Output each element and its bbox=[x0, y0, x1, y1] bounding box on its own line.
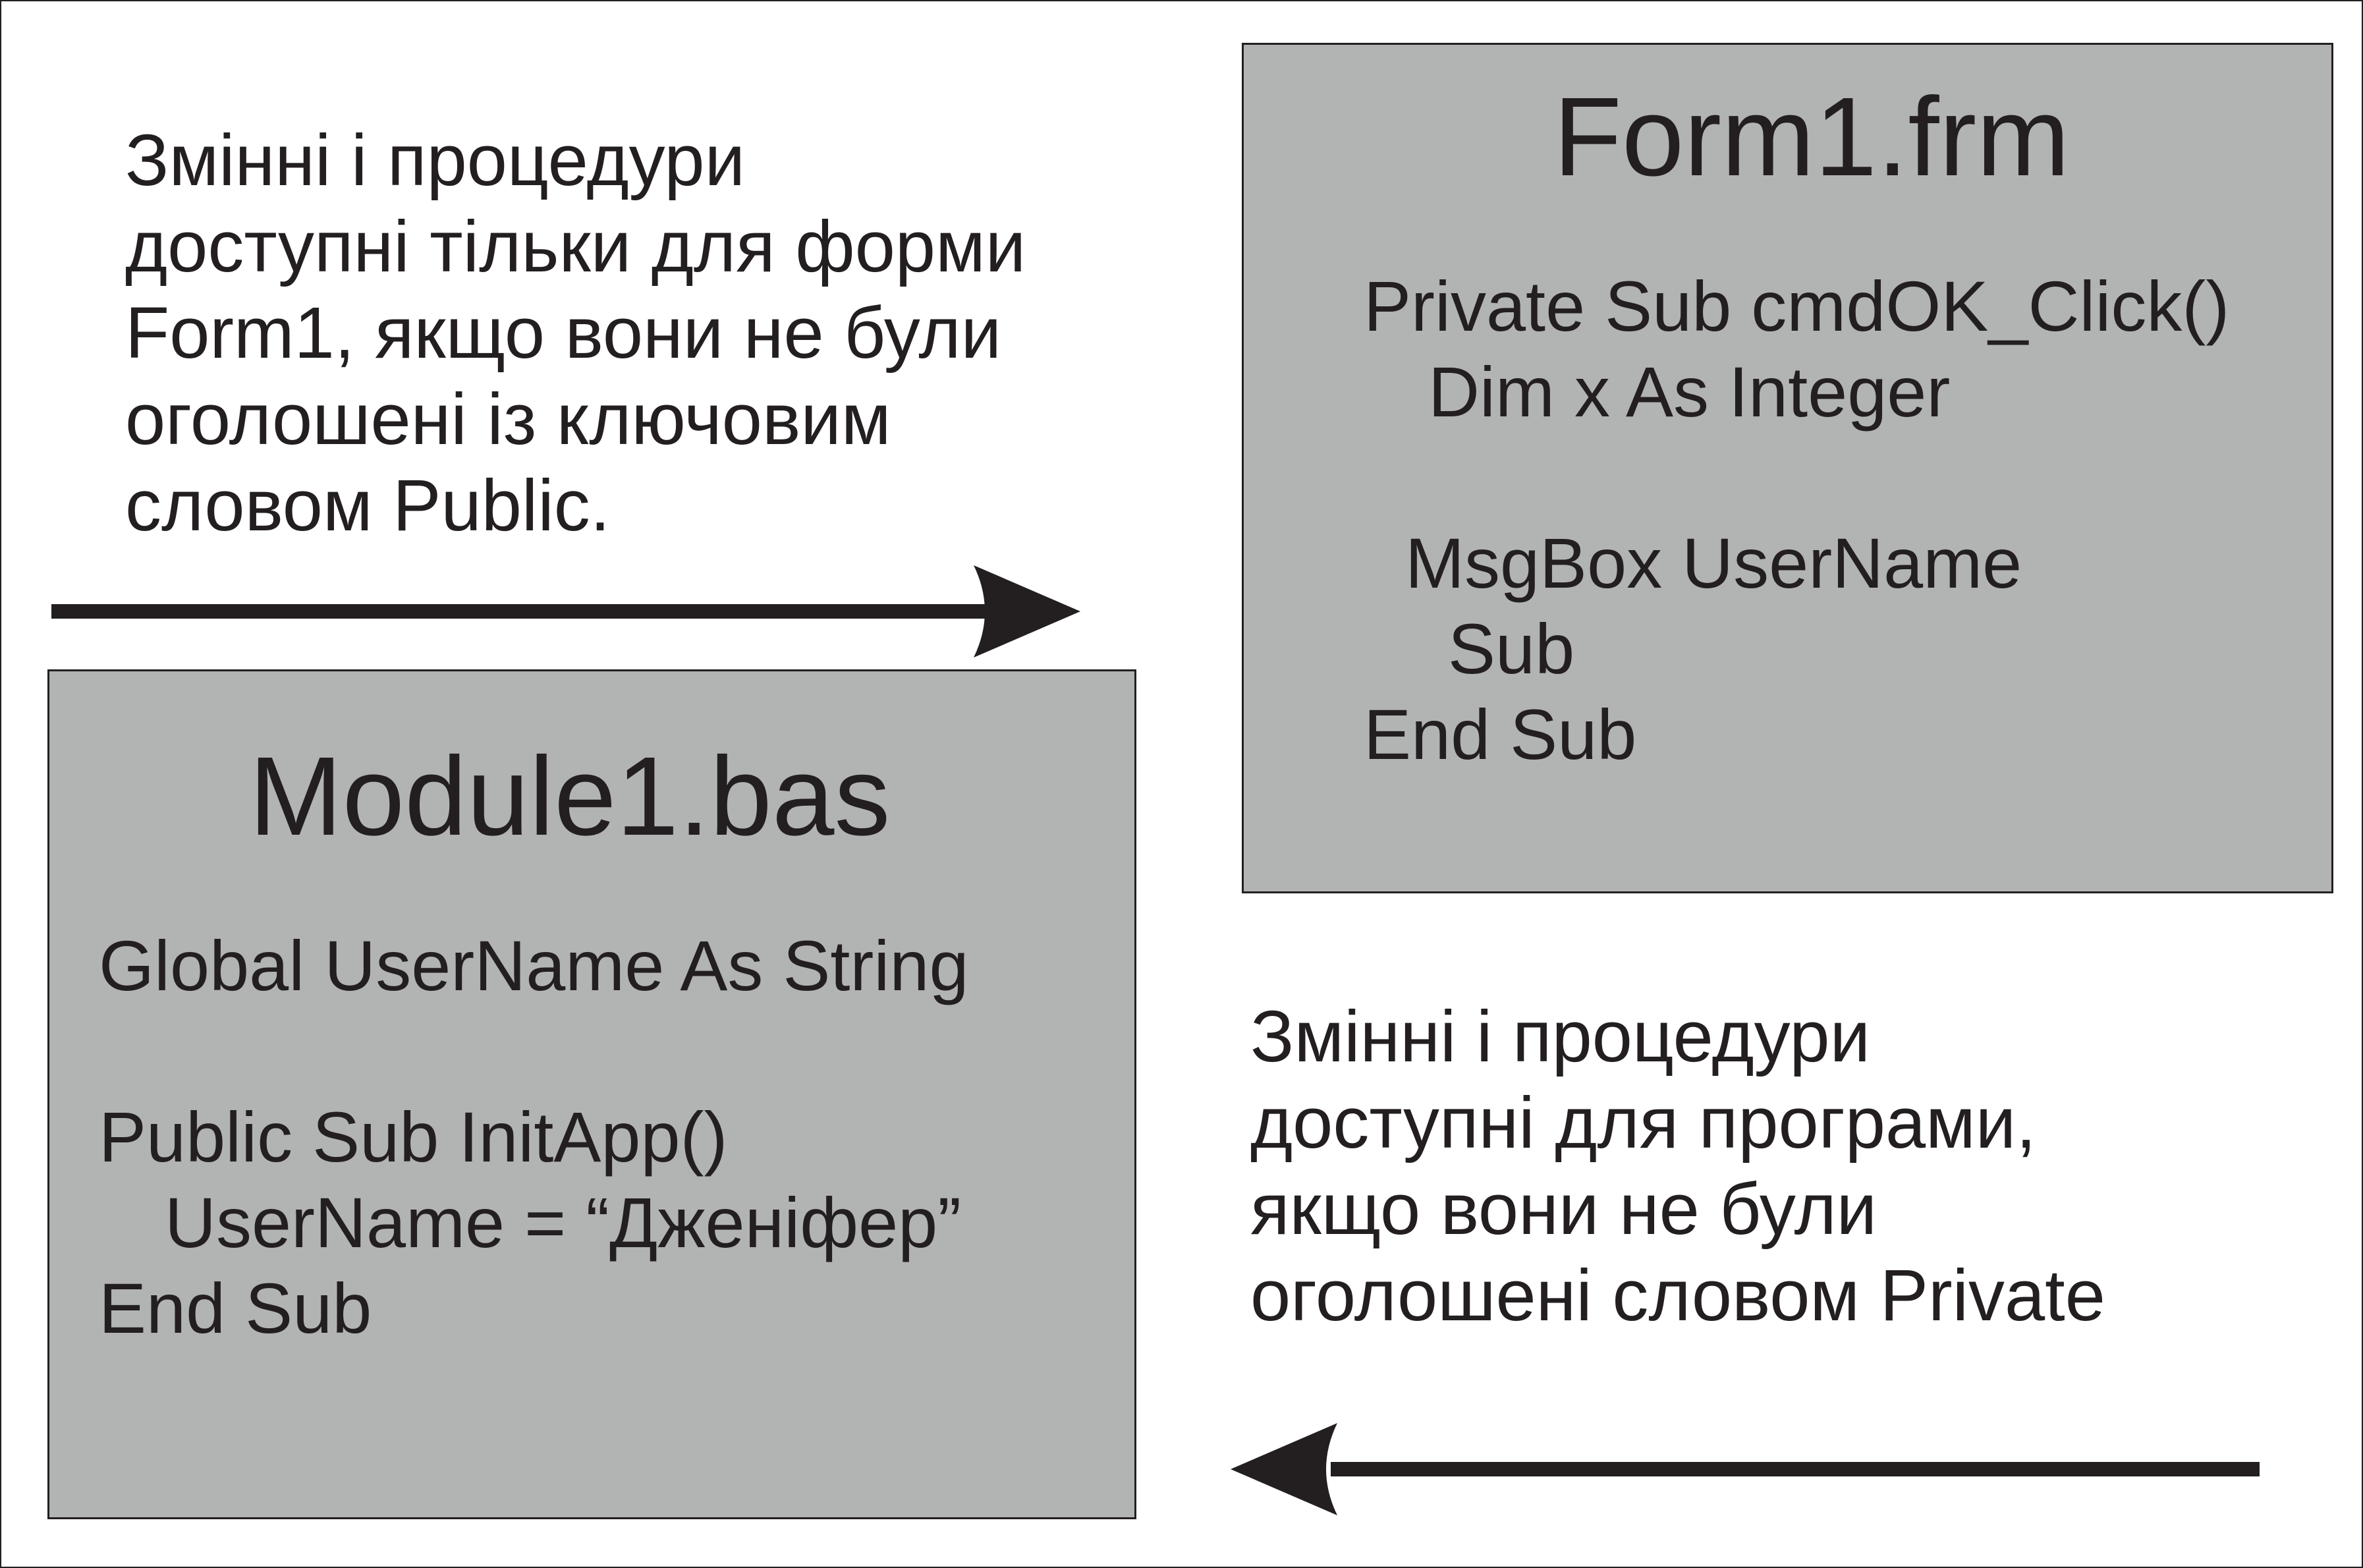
arrow-right bbox=[51, 565, 1080, 658]
caption-form-scope: Змінні і процедури доступні тільки для ф… bbox=[125, 117, 1026, 549]
standard-module-box: Module1.bas Global UserName As String Pu… bbox=[47, 669, 1136, 1519]
code-line: UserName = “Дженіфер” bbox=[165, 1183, 962, 1262]
code-line: End Sub bbox=[1364, 694, 1637, 774]
form-box-title: Form1.frm bbox=[1553, 74, 2070, 200]
code-line: End Sub bbox=[99, 1268, 372, 1348]
caption-line: доступні тільки для форми bbox=[125, 206, 1026, 287]
caption-line: Form1, якщо вони не були bbox=[125, 293, 1002, 374]
caption-line: оголошені із ключовим bbox=[125, 379, 891, 460]
form-module-box: Form1.frm Private Sub cmdOK_Click() Dim … bbox=[1242, 43, 2333, 893]
caption-program-scope: Змінні і процедури доступні для програми… bbox=[1250, 994, 2105, 1339]
caption-line: оголошені словом Private bbox=[1250, 1255, 2105, 1336]
code-line: Dim x As Integer bbox=[1428, 352, 1951, 432]
code-line: MsgBox UserName bbox=[1405, 523, 2022, 603]
caption-line: Змінні і процедури bbox=[125, 120, 746, 201]
arrow-left bbox=[1231, 1423, 2260, 1515]
caption-line: словом Public. bbox=[125, 465, 611, 546]
code-line: Private Sub cmdOK_Click() bbox=[1364, 266, 2230, 346]
caption-line: доступні для програми, bbox=[1250, 1082, 2036, 1163]
module-box-title: Module1.bas bbox=[249, 734, 891, 859]
caption-line: Змінні і процедури bbox=[1250, 996, 1871, 1077]
code-line: Sub bbox=[1448, 609, 1575, 688]
caption-line: якщо вони не були bbox=[1250, 1169, 1877, 1250]
code-line: Public Sub InitApp() bbox=[99, 1097, 728, 1177]
code-line: Global UserName As String bbox=[99, 926, 969, 1005]
